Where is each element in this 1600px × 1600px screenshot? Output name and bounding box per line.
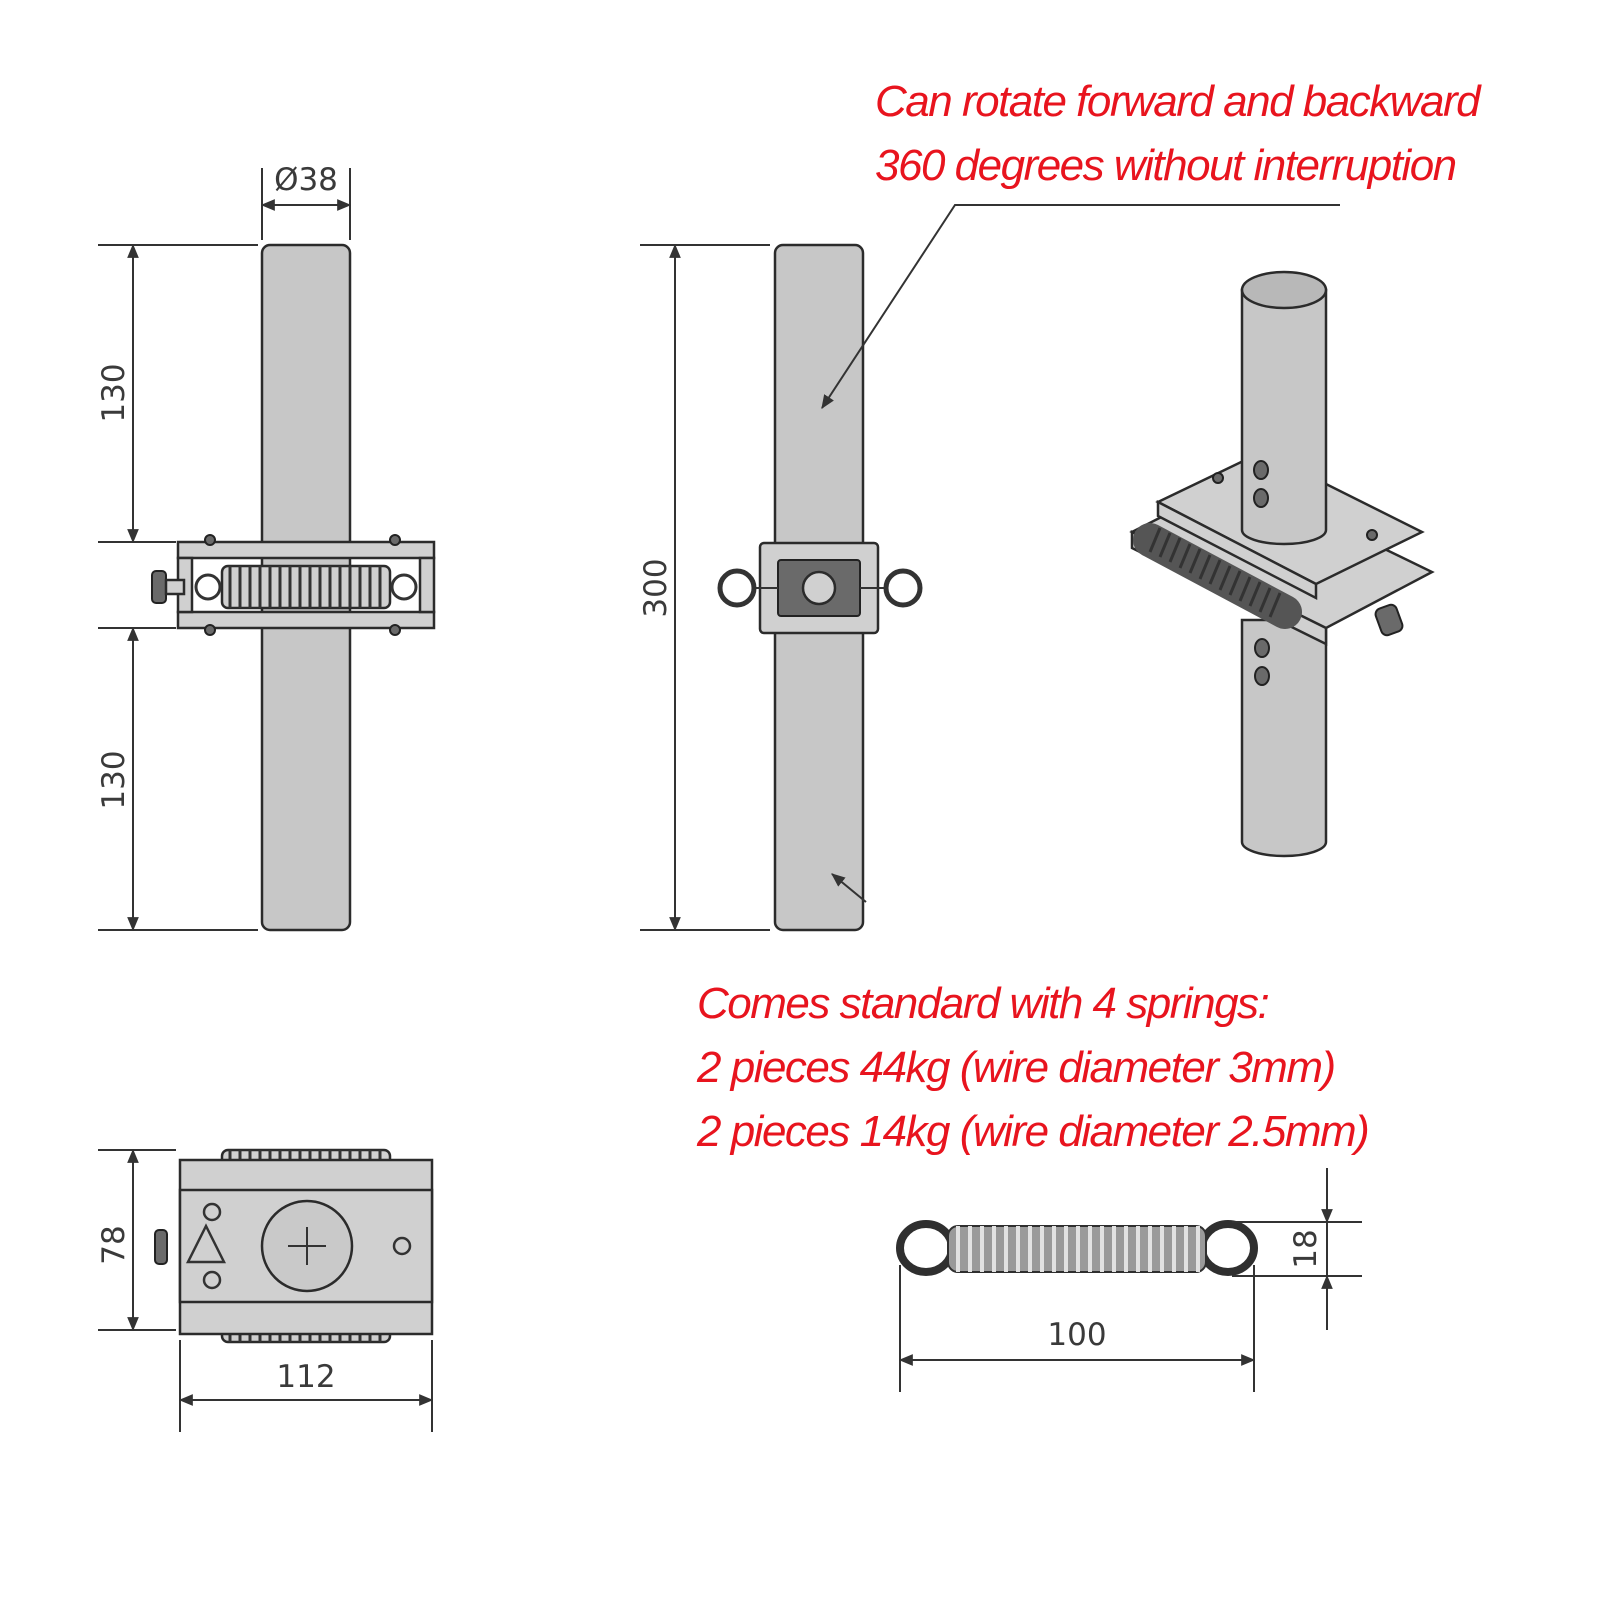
- spring-dimensions: 18 100: [898, 1168, 1362, 1392]
- pipe-diameter-label: Ø38: [274, 162, 338, 198]
- upper-length-label: 130: [96, 363, 132, 422]
- bolt-icon: [204, 624, 216, 636]
- rotate-arrow-bottom: [831, 873, 867, 903]
- bolt-icon: [202, 1202, 222, 1222]
- front-view: [151, 243, 436, 932]
- hole-icon: [1254, 666, 1270, 686]
- lower-length-label: 130: [96, 750, 132, 809]
- front-top-plate: [176, 540, 436, 560]
- base-height-label: 78: [96, 1225, 132, 1264]
- hole-icon: [1254, 638, 1270, 658]
- bolt-icon: [389, 624, 401, 636]
- springs-note-line1: Comes standard with 4 springs:: [697, 979, 1270, 1028]
- rotation-note: Can rotate forward and backward 360 degr…: [875, 70, 1481, 198]
- springs-note-line3: 2 pieces 14kg (wire diameter 2.5mm): [697, 1107, 1370, 1156]
- bolt-icon: [202, 1270, 222, 1290]
- front-spring: [220, 564, 392, 610]
- front-knob: [151, 570, 167, 604]
- isometric-view: [1129, 270, 1435, 858]
- spring-coils: [956, 1226, 1200, 1272]
- side-pivot: [801, 570, 837, 606]
- iso-lower-pipe: [1240, 618, 1328, 858]
- rotate-leader: [821, 204, 1340, 409]
- top-knob: [154, 1229, 168, 1265]
- rotation-note-line1: Can rotate forward and backward: [875, 77, 1481, 126]
- bolt-icon: [204, 534, 216, 546]
- iso-upper-pipe: [1240, 288, 1328, 546]
- spring-length-label: 100: [1047, 1317, 1106, 1353]
- rotation-note-line2: 360 degrees without interruption: [875, 141, 1457, 190]
- front-left-ring: [194, 573, 222, 601]
- base-width-label: 112: [276, 1359, 335, 1395]
- springs-note: Comes standard with 4 springs: 2 pieces …: [697, 972, 1370, 1164]
- side-left-ring: [717, 568, 757, 608]
- iso-knob: [1374, 603, 1404, 637]
- bolt-icon: [1212, 472, 1224, 484]
- front-bottom-plate: [176, 610, 436, 630]
- top-view: [154, 1148, 434, 1344]
- iso-top-plate-edge: [1156, 499, 1318, 601]
- bolt-icon: [389, 534, 401, 546]
- iso-spring: [1133, 523, 1302, 629]
- iso-pipe-top: [1240, 270, 1328, 310]
- front-right-ring: [390, 573, 418, 601]
- spring-view: [896, 1220, 1258, 1276]
- spring-right-hook: [1198, 1220, 1258, 1276]
- front-knob-stem: [164, 578, 186, 596]
- springs-note-line2: 2 pieces 44kg (wire diameter 3mm): [697, 1043, 1336, 1092]
- front-dimensions: Ø38 130 130: [96, 162, 352, 932]
- bolt-icon: [1366, 529, 1378, 541]
- top-dimensions: 78 112: [96, 1148, 434, 1432]
- hole-icon: [1253, 460, 1269, 480]
- side-view: [717, 243, 923, 932]
- spring-left-hook: [896, 1220, 956, 1276]
- front-spring-coils: [228, 566, 382, 608]
- hole-icon: [1253, 488, 1269, 508]
- bolt-icon: [392, 1236, 412, 1256]
- total-length-label: 300: [638, 558, 674, 617]
- side-right-ring: [883, 568, 923, 608]
- front-right-bracket: [418, 556, 436, 614]
- spring-height-label: 18: [1288, 1229, 1324, 1268]
- side-dimensions: 300: [638, 204, 1340, 932]
- logo-triangle-icon: [185, 1223, 227, 1264]
